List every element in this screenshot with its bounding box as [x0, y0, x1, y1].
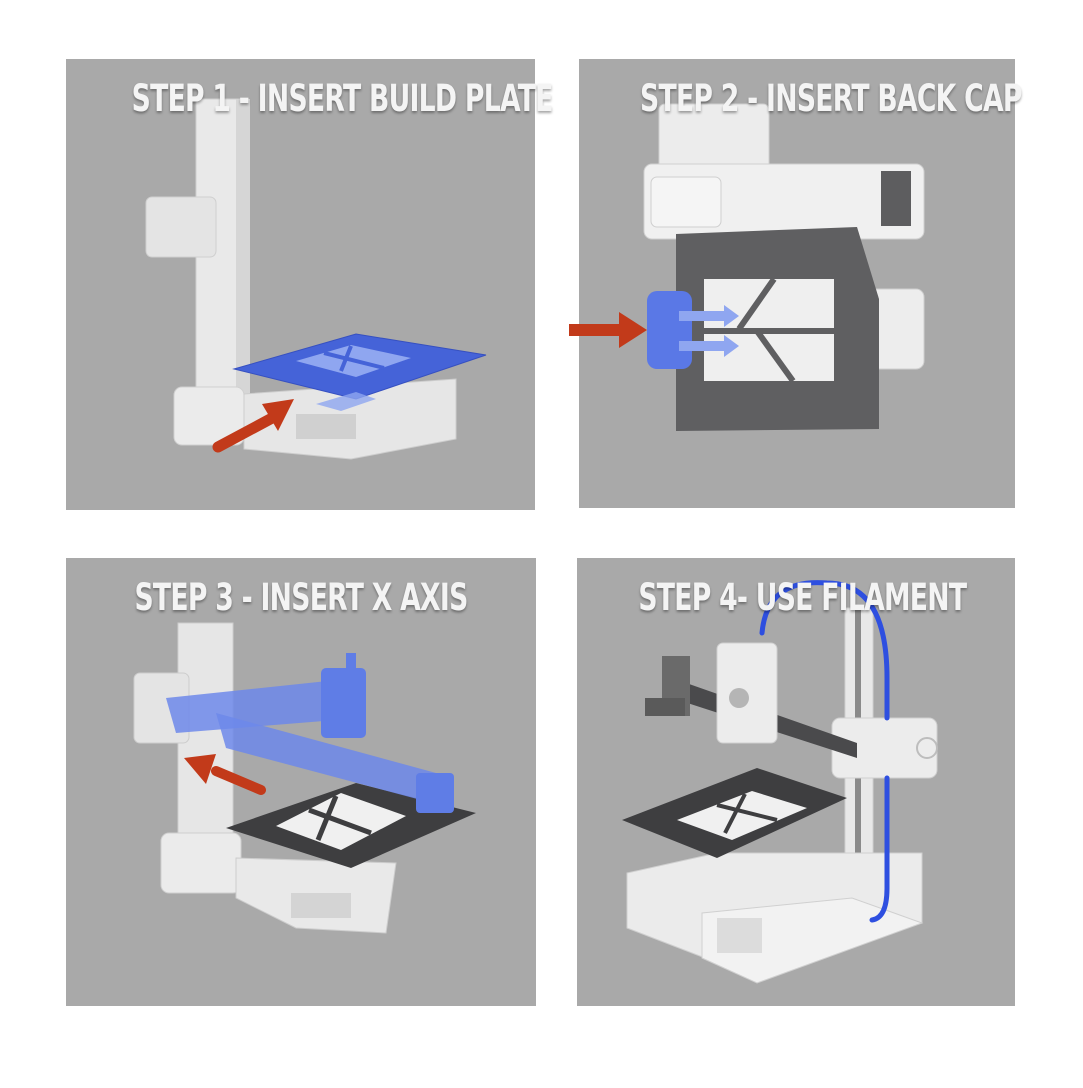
step-1-illustration	[145, 98, 487, 460]
step-1-panel: STEP 1 - INSERT BUILD PLATE	[66, 59, 554, 510]
step-3-illustration	[133, 622, 476, 934]
step-2-illustration	[569, 103, 925, 431]
step-4-title: STEP 4- USE FILAMENT	[638, 576, 967, 619]
filament-line	[759, 580, 890, 923]
step-3-title: STEP 3 - INSERT X AXIS	[134, 576, 468, 619]
step-2-title: STEP 2 - INSERT BACK CAP	[640, 77, 1022, 120]
insert-arrow	[212, 399, 294, 453]
insert-arrow	[569, 312, 647, 348]
step-1-title: STEP 1 - INSERT BUILD PLATE	[131, 77, 554, 120]
step-4-illustration	[622, 580, 938, 984]
step-4-panel: STEP 4- USE FILAMENT	[577, 558, 1015, 1006]
step-2-panel: STEP 2 - INSERT BACK CAP	[569, 59, 1022, 508]
insert-arrow	[184, 754, 266, 795]
step-3-panel: STEP 3 - INSERT X AXIS	[66, 558, 536, 1006]
